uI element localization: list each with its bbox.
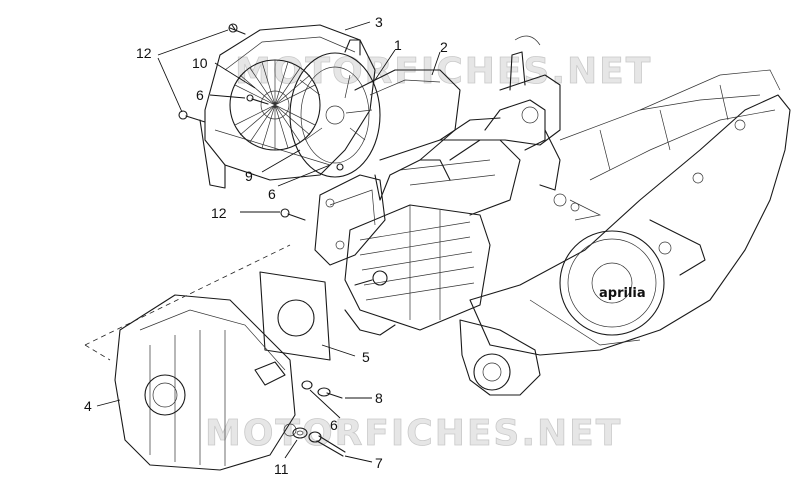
gasket-drawing <box>259 271 331 361</box>
bolt-7 <box>308 431 346 457</box>
part-label-6-mid: 6 <box>268 186 276 202</box>
part-label-1: 1 <box>394 37 402 53</box>
brand-logo-text: aprilia <box>599 286 646 301</box>
screw-12-middle <box>280 208 306 221</box>
cylinder-head-drawing <box>344 35 602 336</box>
exhaust-shield-drawing <box>114 294 297 471</box>
part-label-11: 11 <box>274 461 289 477</box>
part-label-12-mid: 12 <box>211 205 227 221</box>
screw-6-fan <box>246 94 269 105</box>
part-label-6-low: 6 <box>330 417 338 433</box>
part-label-8: 8 <box>375 390 383 406</box>
screw-6-shroud <box>336 163 344 171</box>
leader-lines <box>96 21 441 463</box>
screw-12-left <box>178 110 206 123</box>
part-label-3: 3 <box>375 14 383 30</box>
flywheel-rotor-drawing <box>289 39 381 178</box>
part-label-5: 5 <box>362 349 370 365</box>
washer-11 <box>292 427 308 439</box>
part-label-12-top: 12 <box>136 45 152 61</box>
part-label-9: 9 <box>245 168 253 184</box>
flywheel-cover-drawing <box>199 24 376 189</box>
part-label-7: 7 <box>375 455 383 471</box>
screw-8 <box>317 387 343 399</box>
engine-crankcase-drawing <box>459 69 791 396</box>
part-label-2: 2 <box>440 39 448 55</box>
washer-6-lower <box>301 380 313 390</box>
watermark-bottom: MOTORFICHES.NET <box>205 413 622 454</box>
part-label-6-fan: 6 <box>196 87 204 103</box>
part-label-10: 10 <box>192 55 208 71</box>
part-label-4: 4 <box>84 398 92 414</box>
screw-12-top <box>228 23 246 35</box>
cooling-fan-drawing <box>229 59 321 151</box>
cooling-shroud-drawing <box>314 69 461 266</box>
watermark-top: MOTORFICHES.NET <box>235 51 652 92</box>
